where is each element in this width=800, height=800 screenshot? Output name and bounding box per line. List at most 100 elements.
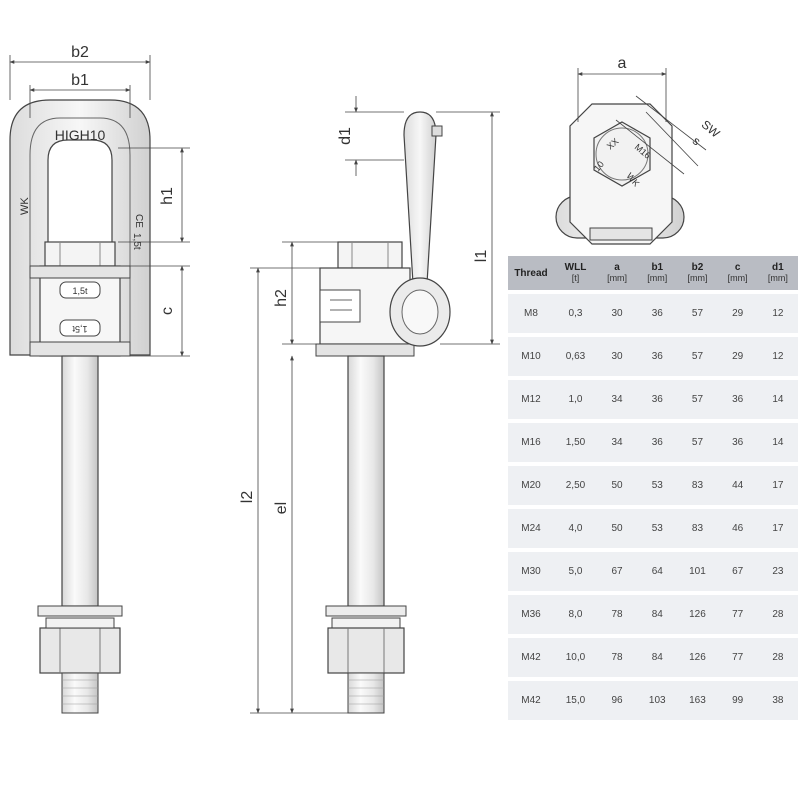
table-cell: 78 [596,595,638,634]
front-nut [39,627,121,674]
dim-label-b2: b2 [71,44,89,61]
table-cell: 77 [717,638,758,677]
header-unit: [mm] [687,273,708,283]
load-marking-lower: 1,5t [72,324,88,334]
table-cell: 50 [596,509,638,548]
top-grade-marking: 10 [592,159,606,173]
table-cell: 36 [637,380,678,419]
ce-marking: CE [133,214,144,228]
table-cell: M42 [508,681,554,720]
table-cell: 12 [757,337,798,376]
dim-label-c: c [159,307,176,315]
table-cell: 36 [717,423,758,462]
table-cell: 28 [757,595,798,634]
table-cell: 77 [717,595,758,634]
table-cell: 101 [677,552,718,591]
table-cell: 29 [717,337,758,376]
top-hex [593,121,651,187]
table-cell: 4,0 [554,509,597,548]
table-cell: 83 [677,466,718,505]
table-cell: 15,0 [554,681,597,720]
header-b2: b2[mm] [677,256,718,290]
table-cell: 57 [677,423,718,462]
header-name: b2 [691,262,704,273]
table-cell: 67 [596,552,638,591]
table-cell: 12 [757,294,798,333]
side-rod [347,355,385,607]
table-cell: 5,0 [554,552,597,591]
table-cell: 50 [596,466,638,505]
top-dimensions [577,68,707,175]
table-cell: 30 [596,337,638,376]
header-unit: [mm] [727,273,748,283]
header-name: b1 [651,262,664,273]
table-cell: 96 [596,681,638,720]
front-view: HIGH10 WK CE 1,5t 1,5t 1,5t [9,99,151,714]
header-wll: WLL[t] [554,256,597,290]
dim-label-h2: h2 [273,289,290,307]
dim-label-h1: h1 [159,187,176,205]
table-cell: 0,63 [554,337,597,376]
table-cell: 0,3 [554,294,597,333]
table-cell: 17 [757,509,798,548]
side-view [315,111,451,714]
header-unit: [mm] [767,273,788,283]
dim-label-a: a [618,55,627,72]
table-cell: 57 [677,294,718,333]
table-cell: 34 [596,423,638,462]
load-marking-upper: 1,5t [72,286,88,296]
brand-marking: HIGH10 [55,127,106,143]
table-cell: 36 [637,337,678,376]
dim-label-d1: d1 [337,127,354,145]
table-cell: 78 [596,638,638,677]
header-unit: [mm] [647,273,668,283]
table-cell: 36 [637,294,678,333]
header-thread: Thread [508,256,554,290]
table-cell: 84 [637,595,678,634]
table-cell: M36 [508,595,554,634]
table-cell: 30 [596,294,638,333]
table-cell: 57 [677,380,718,419]
front-dimensions [9,55,190,357]
table-cell: 46 [717,509,758,548]
table-cell: M10 [508,337,554,376]
table-cell: 83 [677,509,718,548]
header-name: WLL [564,262,587,273]
table-cell: M20 [508,466,554,505]
table-cell: M42 [508,638,554,677]
header-b1: b1[mm] [637,256,678,290]
table-cell: 17 [757,466,798,505]
dim-label-el: el [273,502,290,514]
table-cell: 64 [637,552,678,591]
header-name: c [734,262,741,273]
table-cell: 57 [677,337,718,376]
header-unit: [t] [571,273,580,283]
dim-label-l2: l2 [239,491,256,504]
table-cell: M24 [508,509,554,548]
table-cell: 84 [637,638,678,677]
load-marking-side: 1,5t [131,233,142,250]
table-cell: 53 [637,466,678,505]
header-d1: d1[mm] [757,256,798,290]
table-cell: 29 [717,294,758,333]
table-cell: 14 [757,380,798,419]
side-nut [327,627,405,674]
wk-marking: WK [19,197,31,215]
table-cell: 126 [677,595,718,634]
header-name: d1 [772,262,784,273]
dim-label-b1: b1 [71,72,89,89]
table-cell: 23 [757,552,798,591]
table-cell: M12 [508,380,554,419]
table-cell: M30 [508,552,554,591]
front-rod [61,355,99,607]
